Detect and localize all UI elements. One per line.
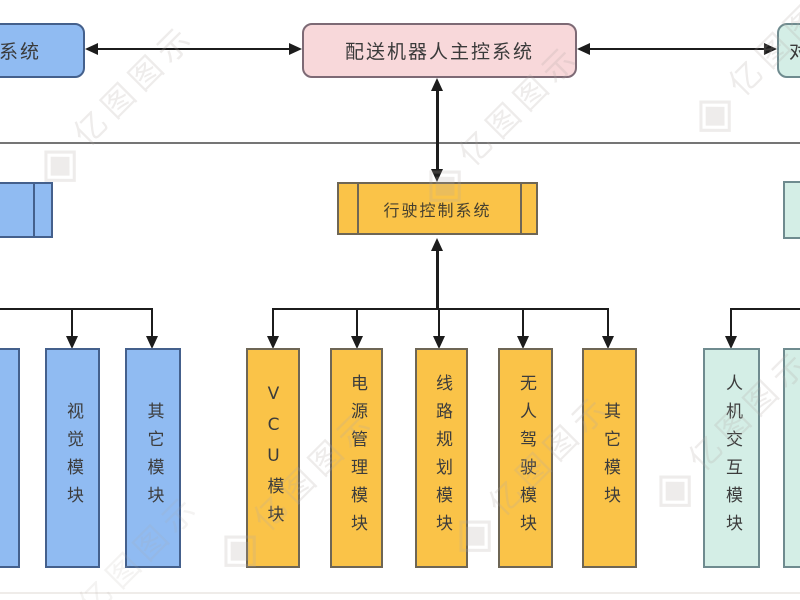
module-label: 其它模块	[143, 402, 164, 514]
drive-control-label: 行驶控制系统	[383, 200, 492, 220]
module-vcu[interactable]: VCU模块	[246, 348, 300, 568]
arrowhead-into-drive-bottom	[431, 238, 443, 251]
module-orange-other[interactable]: 其它模块	[582, 348, 637, 568]
drop-hmi	[730, 308, 732, 338]
main-system-label: 配送机器人主控系统	[344, 41, 534, 63]
connector-main-to-right	[588, 48, 766, 50]
arrowhead-into-main-bottom	[431, 78, 443, 91]
module-hmi[interactable]: 人机交互模块	[703, 348, 760, 568]
module-route-planning[interactable]: 线路规划模块	[415, 348, 468, 568]
arrowhead-into-main-right	[577, 43, 590, 55]
drop-orange-other	[607, 308, 609, 338]
module-label: 人机交互模块	[722, 374, 742, 542]
arrowhead-into-drive-top	[431, 169, 443, 182]
drop-vision	[71, 308, 73, 338]
module-blue-partial[interactable]	[0, 348, 20, 568]
module-label: 视觉模块	[63, 402, 83, 514]
module-label: VCU模块	[263, 383, 284, 533]
module-label: 其它模块	[600, 402, 620, 514]
arrowhead-into-driverless	[517, 336, 529, 349]
drop-vcu	[272, 308, 274, 338]
module-blue-other[interactable]: 其它模块	[125, 348, 181, 568]
edraw-logo-icon: ◈	[631, 447, 712, 528]
edraw-logo-icon: ◈	[671, 72, 752, 153]
arrowhead-into-route	[433, 336, 445, 349]
connector-drive-trunk	[436, 249, 439, 309]
drop-route	[438, 308, 440, 338]
arrowhead-into-left-system	[85, 43, 98, 55]
drop-power	[356, 308, 358, 338]
arrowhead-into-orange-other	[602, 336, 614, 349]
arrowhead-into-vcu	[267, 336, 279, 349]
node-top-left-system[interactable]: 系统	[0, 23, 85, 78]
drop-driverless	[522, 308, 524, 338]
module-label: 无人驾驶模块	[516, 374, 536, 542]
module-vision[interactable]: 视觉模块	[45, 348, 100, 568]
module-driverless[interactable]: 无人驾驶模块	[498, 348, 553, 568]
edraw-logo-icon: ◈	[22, 593, 102, 600]
node-mid-left-partial[interactable]	[0, 182, 53, 238]
module-power-management[interactable]: 电源管理模块	[330, 348, 383, 568]
node-drive-control-system[interactable]: 行驶控制系统	[337, 182, 538, 235]
arrowhead-into-main-left	[289, 43, 302, 55]
top-left-system-label: 系统	[0, 41, 41, 63]
connector-main-to-left	[96, 48, 292, 50]
arrowhead-into-power	[351, 336, 363, 349]
predefined-process-bar	[33, 184, 35, 236]
arrowhead-into-right-system	[764, 43, 777, 55]
branch-line-green	[730, 308, 800, 310]
module-green-partial[interactable]	[783, 348, 800, 568]
cross-connector-line	[0, 142, 800, 144]
module-label: 线路规划模块	[432, 374, 452, 542]
branch-line-blue	[0, 308, 153, 310]
node-mid-right-partial[interactable]	[783, 181, 800, 239]
predefined-process-bar-left	[357, 184, 359, 233]
connector-main-to-drive	[436, 89, 439, 172]
arrowhead-into-blue-other	[146, 336, 158, 349]
module-label: 电源管理模块	[347, 374, 367, 542]
drop-blue-other	[151, 308, 153, 338]
arrowhead-into-vision	[66, 336, 78, 349]
arrowhead-into-hmi	[725, 336, 737, 349]
node-main-control-system[interactable]: 配送机器人主控系统	[302, 23, 577, 78]
branch-line-orange	[272, 308, 609, 310]
top-right-system-label: 对	[789, 37, 800, 64]
node-top-right-system[interactable]: 对	[777, 23, 800, 78]
bottom-faint-line	[0, 592, 800, 594]
predefined-process-bar-right	[520, 184, 522, 233]
